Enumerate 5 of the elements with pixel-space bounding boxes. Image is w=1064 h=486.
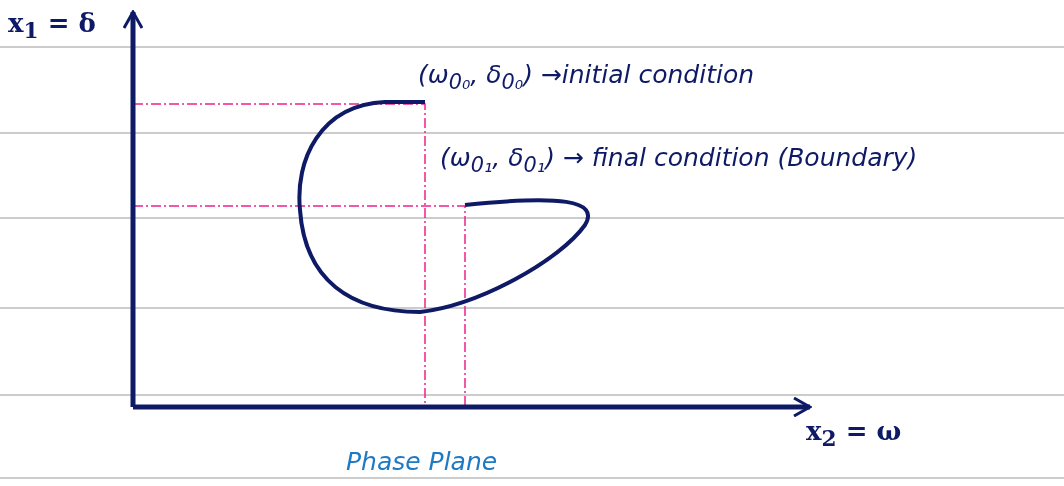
annotation-text: (ω$_{0₁}$, δ$_{0₁}$) → final condition (Boundary) <box>440 143 918 177</box>
axis-label: x$_{2}$ = ω <box>806 416 902 452</box>
annotation-text: (ω$_{0₀}$, δ$_{0₀}$) →initial condition <box>418 60 755 94</box>
caption: Phase Plane <box>346 447 498 476</box>
axis-label: x$_{1}$ = δ <box>8 8 96 44</box>
